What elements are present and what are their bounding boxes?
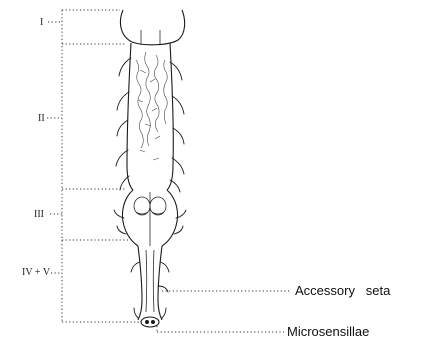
callout-leaders	[157, 291, 290, 332]
accessory-seta-label: Accessory seta	[295, 283, 391, 298]
segment-bracket	[62, 10, 140, 322]
segment-label-3: III	[34, 209, 44, 220]
segment-3-shape	[114, 190, 186, 246]
segment-label-4-5: IV + V	[22, 267, 51, 278]
label-leaders	[47, 22, 62, 273]
segment-label-2: II	[38, 113, 45, 124]
microsensillae-label: Microsensillae	[287, 324, 369, 339]
segment-4-5-shape	[131, 246, 169, 327]
segment-1-shape	[120, 10, 184, 45]
segment-label-1: I	[40, 17, 43, 28]
segment-2-shape	[116, 43, 184, 192]
